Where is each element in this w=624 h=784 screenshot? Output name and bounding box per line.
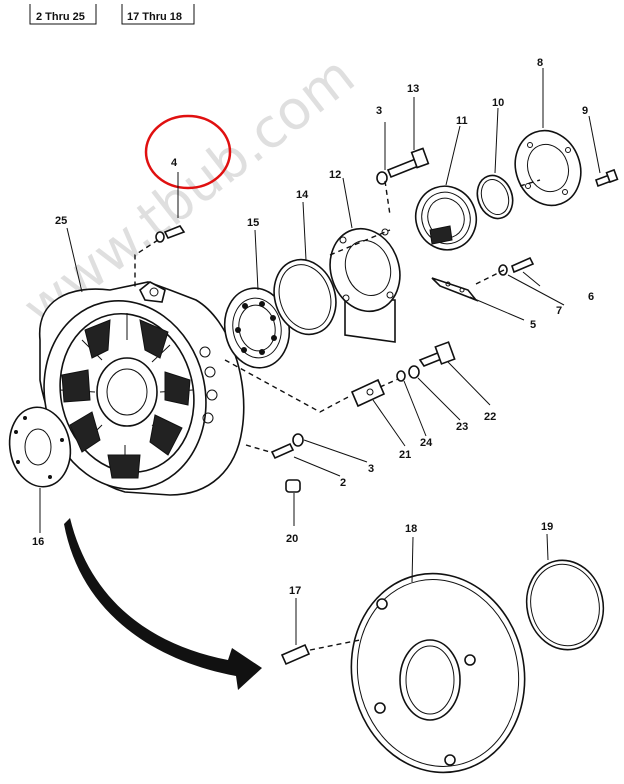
screw-part-2 xyxy=(270,433,304,460)
callout-12: 12 xyxy=(329,169,341,181)
callout-5: 5 xyxy=(530,319,536,331)
bolt-part-22 xyxy=(418,341,456,367)
highlight-circle xyxy=(144,114,232,190)
header-box-2: 17 Thru 18 xyxy=(121,4,195,25)
callout-22: 22 xyxy=(484,411,496,423)
callout-2: 2 xyxy=(340,477,346,489)
callout-18: 18 xyxy=(405,523,417,535)
screw-part-6 xyxy=(498,256,535,276)
washer-part-24 xyxy=(396,370,406,382)
callout-10: 10 xyxy=(492,97,504,109)
bracket-part-5 xyxy=(431,277,479,302)
callout-9: 9 xyxy=(582,105,588,117)
callout-6: 6 xyxy=(588,291,594,303)
callout-3-top: 3 xyxy=(376,105,382,117)
callout-21: 21 xyxy=(399,449,411,461)
gasket-part-16 xyxy=(8,406,72,488)
callout-25: 25 xyxy=(55,215,67,227)
curved-arrow xyxy=(64,518,262,690)
callout-17: 17 xyxy=(289,585,301,597)
plug-part-20 xyxy=(285,479,301,493)
header-box-2-label: 17 Thru 18 xyxy=(127,11,182,23)
callout-13: 13 xyxy=(407,83,419,95)
washer-part-23 xyxy=(408,365,420,379)
bolt-part-13 xyxy=(386,147,430,179)
bearing-housing-part-12 xyxy=(329,227,401,343)
screw-part-9 xyxy=(594,168,619,188)
header-box-1: 2 Thru 25 xyxy=(29,4,97,25)
washer-part-3-top xyxy=(376,171,388,185)
housing-part-25 xyxy=(39,281,245,496)
callout-11: 11 xyxy=(456,115,468,127)
callout-23: 23 xyxy=(456,421,468,433)
plate-part-18 xyxy=(350,572,526,774)
callout-19: 19 xyxy=(541,521,553,533)
callout-20: 20 xyxy=(286,533,298,545)
callout-8: 8 xyxy=(537,57,543,69)
assembly-lines xyxy=(134,179,541,651)
header-box-1-label: 2 Thru 25 xyxy=(36,11,85,23)
callout-7: 7 xyxy=(556,305,562,317)
leader-lines xyxy=(39,68,601,645)
callout-labels: 4 3 13 8 10 11 9 12 14 15 25 6 7 5 22 23… xyxy=(32,57,594,597)
callout-14: 14 xyxy=(296,189,309,201)
callout-16: 16 xyxy=(32,536,44,548)
screw-part-4 xyxy=(155,225,186,243)
callout-3-bottom: 3 xyxy=(368,463,374,475)
set-screw-part-17 xyxy=(280,643,311,666)
snap-ring-part-10 xyxy=(476,174,514,220)
seal-carrier-part-11 xyxy=(414,185,478,251)
clamp-part-21 xyxy=(350,378,386,408)
callout-24: 24 xyxy=(420,437,433,449)
shim-part-19 xyxy=(525,559,605,651)
oring-part-14 xyxy=(273,258,337,336)
callout-4: 4 xyxy=(171,157,178,169)
callout-15: 15 xyxy=(247,217,259,229)
cover-part-8 xyxy=(514,129,582,207)
